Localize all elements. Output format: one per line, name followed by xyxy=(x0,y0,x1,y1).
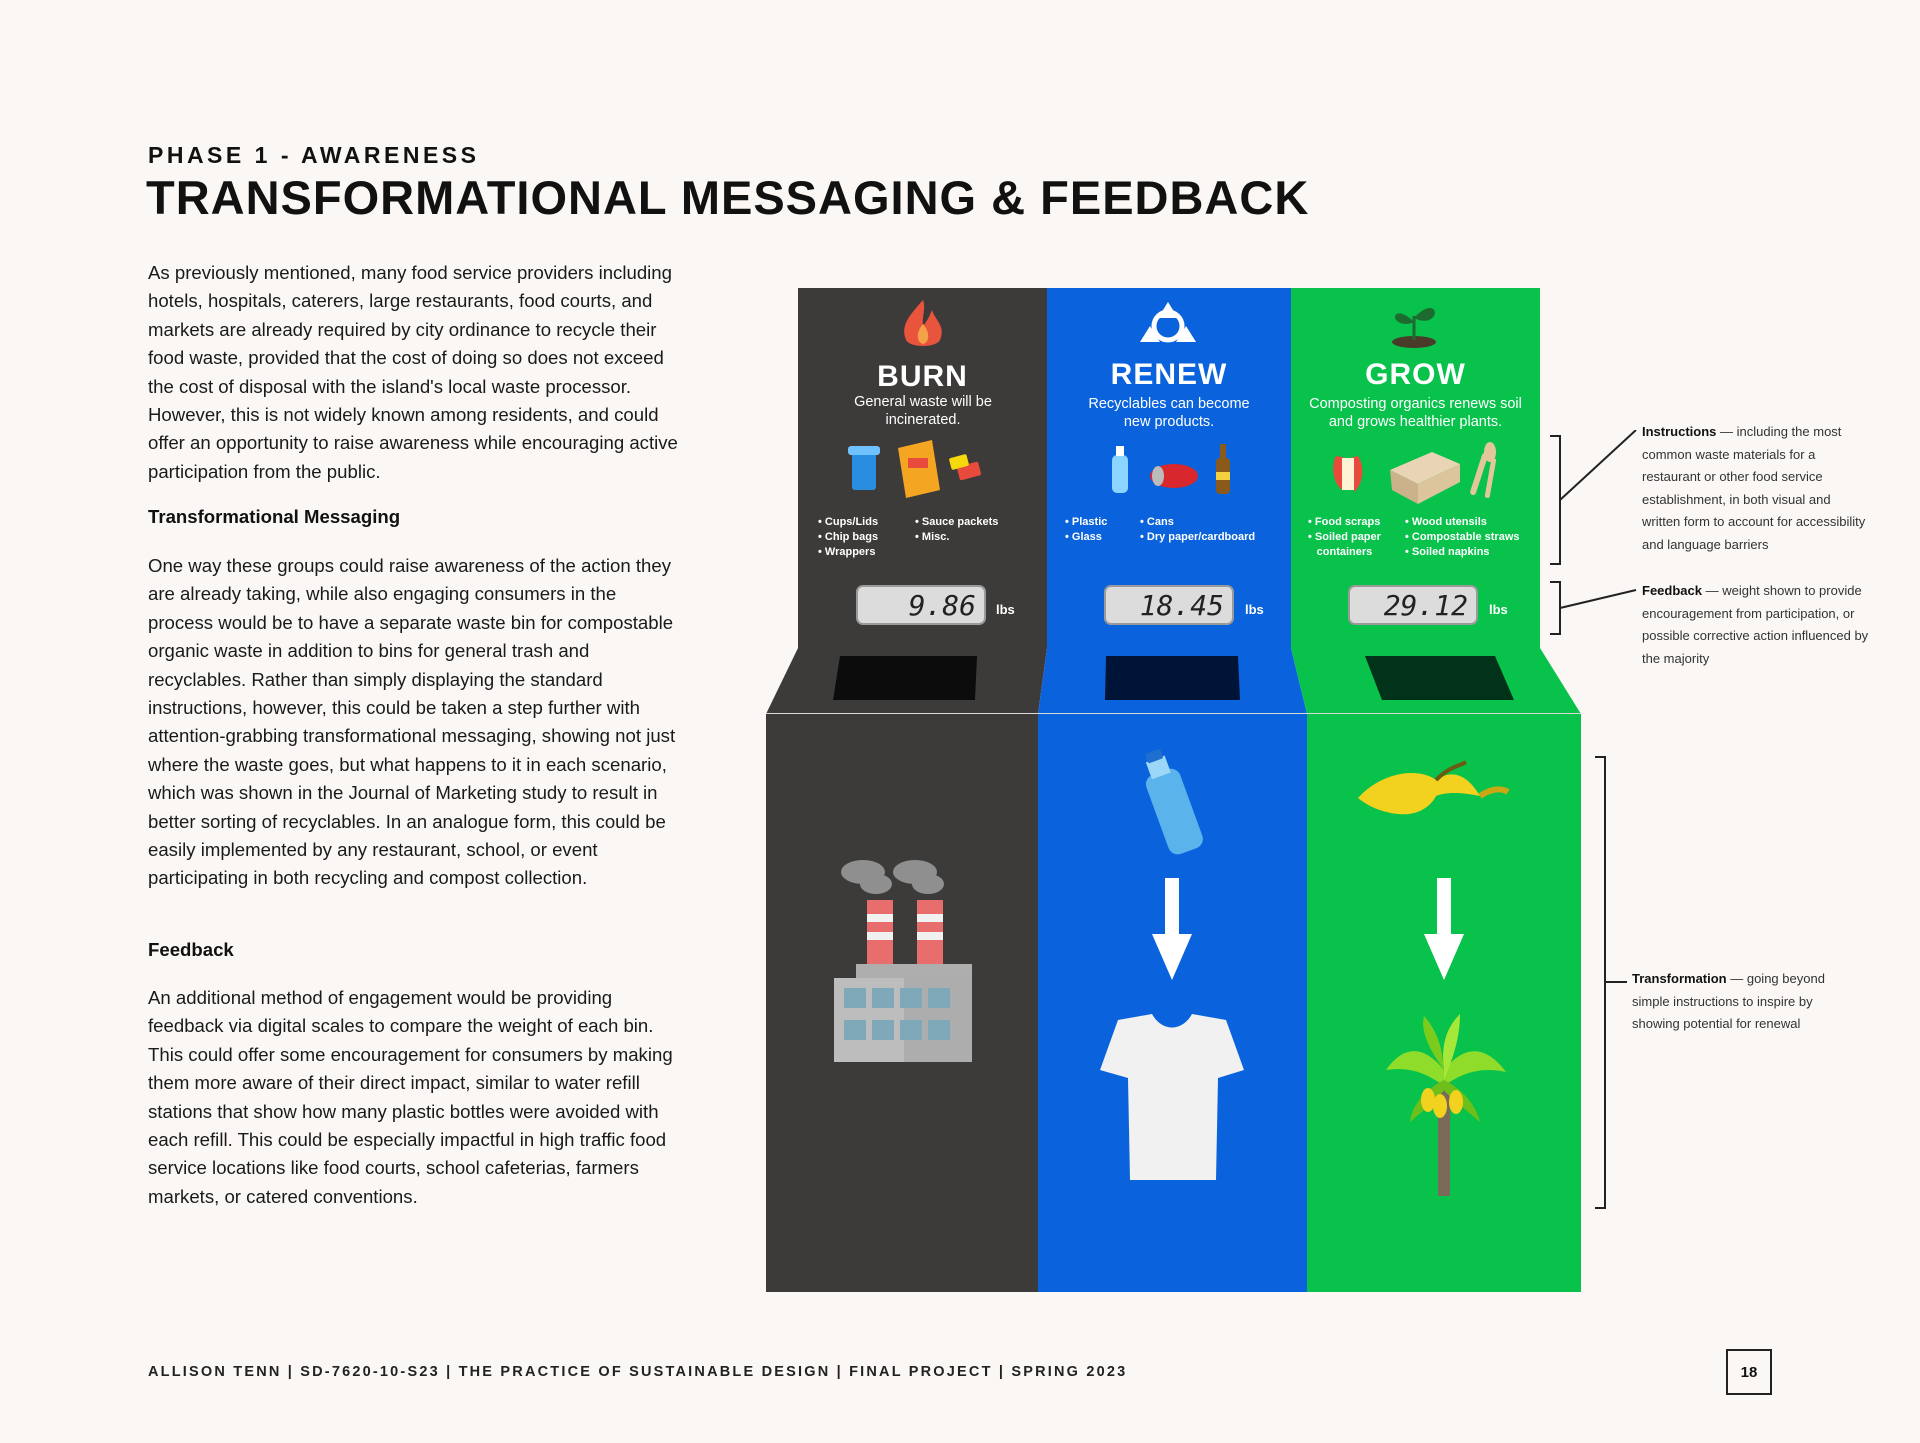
burn-slot xyxy=(833,656,977,700)
page-number: 18 xyxy=(1726,1349,1772,1395)
annotation-transformation: Transformation — going beyond simple ins… xyxy=(1632,971,1825,1032)
tshirt-icon xyxy=(1100,1014,1244,1180)
grow-title: GROW xyxy=(1365,358,1466,391)
sauce-packet-icon xyxy=(949,454,981,481)
banana-peel-icon xyxy=(1358,760,1510,815)
food-scraps-icon xyxy=(1333,456,1363,492)
wood-utensils-icon xyxy=(1470,442,1497,498)
grow-scale-unit: lbs xyxy=(1489,602,1508,617)
burn-items-left: • Cups/Lids• Chip bags• Wrappers xyxy=(818,516,879,558)
intro-paragraph: As previously mentioned, many food servi… xyxy=(148,262,678,482)
footer-credit: ALLISON TENN | SD-7620-10-S23 | THE PRAC… xyxy=(148,1364,1128,1380)
messaging-paragraph: One way these groups could raise awarene… xyxy=(148,555,676,889)
burn-scale-unit: lbs xyxy=(996,602,1015,617)
renew-items-right: • Cans• Dry paper/cardboard xyxy=(1140,516,1256,543)
page-title: TRANSFORMATIONAL MESSAGING & FEEDBACK xyxy=(146,171,1310,224)
burn-items-right: • Sauce packets• Misc. xyxy=(915,516,999,543)
annotation-instructions: Instructions — including the most common… xyxy=(1642,424,1866,552)
heading-feedback: Feedback xyxy=(148,939,234,960)
plastic-bottle-icon xyxy=(1112,446,1128,493)
burn-scale-display: 9.86 xyxy=(856,585,986,625)
renew-slot xyxy=(1105,656,1240,700)
renew-items-left: • Plastic• Glass xyxy=(1065,516,1108,543)
water-bottle-icon xyxy=(1145,749,1203,855)
glass-bottle-icon xyxy=(1216,444,1230,494)
factory-icon xyxy=(834,860,972,1062)
grow-slot xyxy=(1365,656,1514,700)
down-arrow-icon xyxy=(1152,878,1192,980)
burn-title: BURN xyxy=(877,360,968,393)
can-icon xyxy=(1150,464,1198,488)
banana-tree-icon xyxy=(1386,1014,1506,1196)
waste-bins-illustration xyxy=(766,288,1581,1292)
heading-transformational-messaging: Transformational Messaging xyxy=(148,506,401,527)
renew-scale-display: 18.45 xyxy=(1104,585,1234,625)
grow-scale-display: 29.12 xyxy=(1348,585,1478,625)
sprout-icon xyxy=(1392,307,1436,348)
renew-description: Recyclables can become new products. xyxy=(1088,396,1250,430)
annotation-brackets xyxy=(1550,430,1637,1209)
renew-title: RENEW xyxy=(1110,358,1228,391)
takeout-box-icon xyxy=(1390,452,1460,504)
grow-items-right: • Wood utensils• Compostable straws• Soi… xyxy=(1405,516,1520,558)
chip-bag-icon xyxy=(898,440,940,498)
annotation-feedback: Feedback — weight shown to provide encou… xyxy=(1642,583,1869,666)
down-arrow-icon xyxy=(1424,878,1464,980)
grow-description: Composting organics renews soil and grow… xyxy=(1309,396,1522,430)
renew-scale-unit: lbs xyxy=(1245,602,1264,617)
cup-icon xyxy=(848,446,880,490)
fire-icon xyxy=(904,300,942,346)
feedback-paragraph: An additional method of engagement would… xyxy=(148,987,673,1207)
section-kicker: PHASE 1 - AWARENESS xyxy=(148,142,480,168)
recycle-icon xyxy=(1140,302,1196,343)
burn-description: General waste will be incinerated. xyxy=(854,394,992,428)
